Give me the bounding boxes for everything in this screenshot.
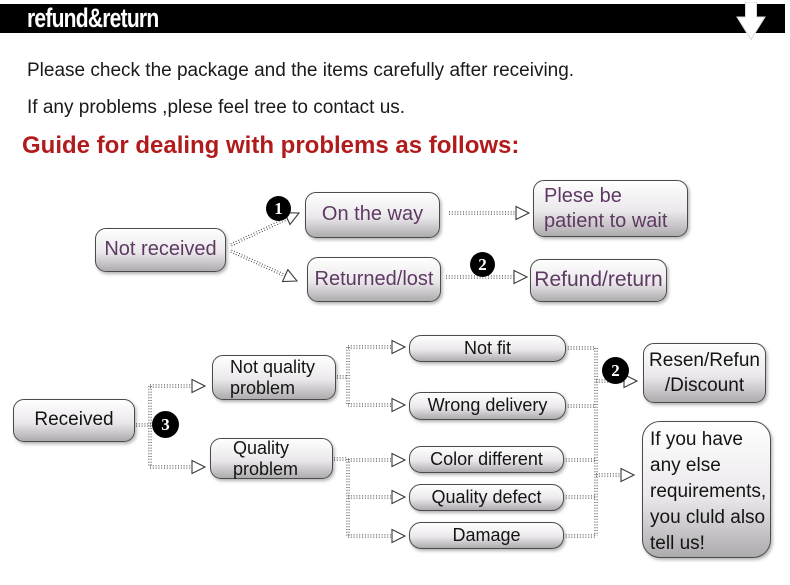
node-not-received: Not received (95, 228, 226, 272)
page-title: refund&return (27, 3, 159, 33)
node-refund-return: Refund/return (530, 259, 667, 302)
node-not-fit: Not fit (409, 335, 566, 362)
badge-2-row2: 2 (602, 357, 629, 384)
node-wrong-delivery: Wrong delivery (409, 392, 566, 420)
node-plese-be-patient: Plese be patient to wait (533, 180, 688, 237)
intro-line-1: Please check the package and the items c… (27, 60, 575, 81)
node-color-different: Color different (409, 446, 564, 473)
node-quality-defect: Quality defect (409, 484, 564, 511)
node-quality-problem: Quality problem (210, 438, 333, 479)
badge-1: 1 (266, 196, 291, 221)
header-bar (0, 4, 785, 33)
intro-line-2: If any problems ,plese feel tree to cont… (27, 97, 406, 118)
node-if-you-have: If you have any else requirements, you c… (642, 421, 771, 558)
down-arrow-icon (736, 2, 766, 41)
node-resen-refun-discount: Resen/Refun /Discount (643, 343, 766, 403)
node-not-quality-problem: Not quality problem (212, 355, 336, 400)
node-received: Received (13, 399, 135, 442)
node-damage: Damage (409, 522, 564, 549)
node-on-the-way: On the way (305, 192, 440, 238)
node-returned-lost: Returned/lost (307, 257, 441, 302)
badge-2-row1: 2 (470, 252, 495, 277)
badge-3: 3 (152, 411, 179, 438)
guide-heading: Guide for dealing with problems as follo… (22, 132, 520, 159)
